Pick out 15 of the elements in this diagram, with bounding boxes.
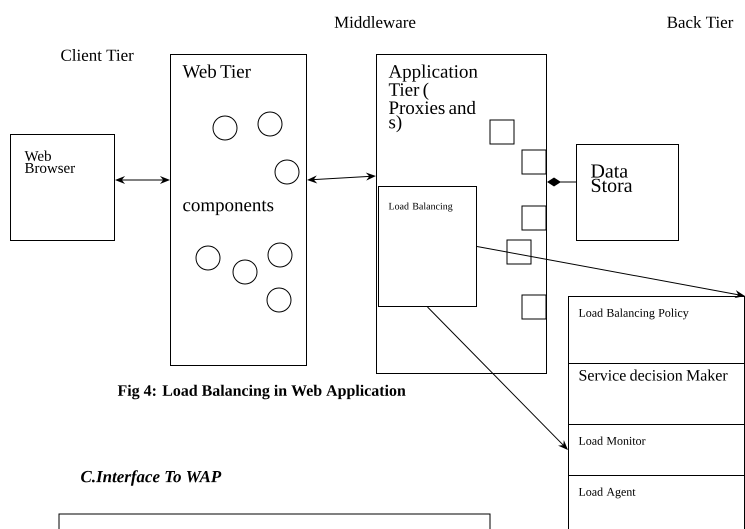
tier-box: Web Tier components (170, 54, 307, 366)
load-balancer-box: Load Balancing (378, 186, 477, 307)
browser-box: Web Browser (10, 134, 115, 241)
module-cell: Load Balancing Policy (568, 296, 745, 364)
module-cell: Load Agent (568, 475, 745, 529)
tier-label: Back Tier (667, 16, 734, 28)
module-cell: Load Monitor (568, 424, 745, 476)
arrow (547, 178, 576, 186)
tier-label: Client Tier (61, 49, 134, 61)
figure-caption: Fig 4: Load Balancing in Web Application (118, 384, 406, 400)
arrow (427, 306, 568, 450)
storage-box: Data Stora (576, 144, 679, 241)
tier-label: Middleware (334, 16, 416, 28)
tier-label: C.Interface To WAP (81, 470, 222, 486)
module-cell: Service decision Maker (568, 363, 745, 425)
